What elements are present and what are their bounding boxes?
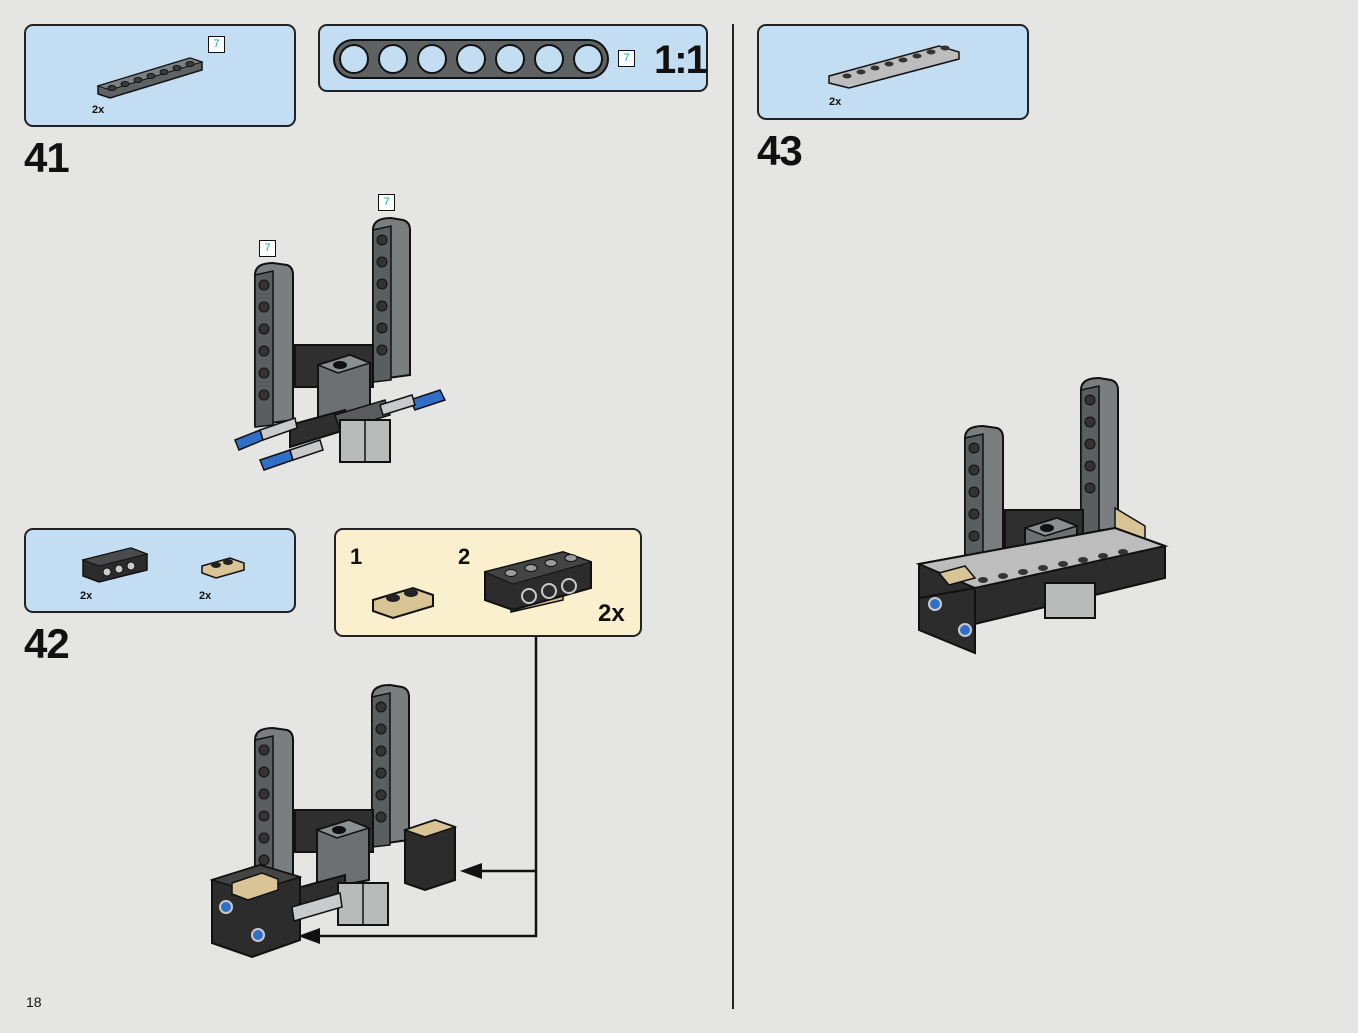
arrow-icon	[298, 636, 538, 944]
part-quantity: 2x	[80, 590, 93, 602]
assembly-icon	[915, 376, 1169, 655]
step43-parts-box: 2x	[757, 24, 1029, 120]
beam-length-box: 7	[208, 36, 225, 53]
technic-beam-icon	[96, 57, 204, 99]
plate-icon	[828, 45, 960, 89]
assembly-icon	[209, 683, 458, 959]
part-quantity: 2x	[92, 104, 105, 116]
part-quantity: 2x	[829, 96, 842, 108]
submodel-box: 1 2 2x	[334, 528, 642, 637]
part-quantity: 2x	[199, 590, 212, 602]
step41-parts-box: 7 2x	[24, 24, 296, 127]
plate-icon	[372, 586, 434, 620]
scale-label: 1:1	[654, 38, 708, 82]
substep-number: 1	[350, 544, 363, 569]
assembly-icon	[234, 216, 447, 471]
step-number: 43	[757, 127, 803, 174]
submodel-quantity: 2x	[598, 600, 625, 627]
technic-beam-scale-icon	[333, 39, 609, 79]
beam-length-box: 7	[618, 50, 635, 67]
page-divider	[732, 24, 734, 1009]
step-number: 41	[24, 134, 70, 181]
technic-brick-icon	[483, 550, 593, 613]
technic-brick-icon	[81, 547, 149, 583]
step42-parts-box: 2x 2x	[24, 528, 296, 613]
step-number: 42	[24, 620, 70, 667]
substep-number: 2	[458, 544, 471, 569]
plate-icon	[201, 557, 245, 579]
step41-scale-box: 7 1:1	[318, 24, 708, 92]
callout-length-box: 7	[259, 240, 276, 257]
callout-length-box: 7	[378, 194, 395, 211]
page-number: 18	[26, 994, 42, 1010]
